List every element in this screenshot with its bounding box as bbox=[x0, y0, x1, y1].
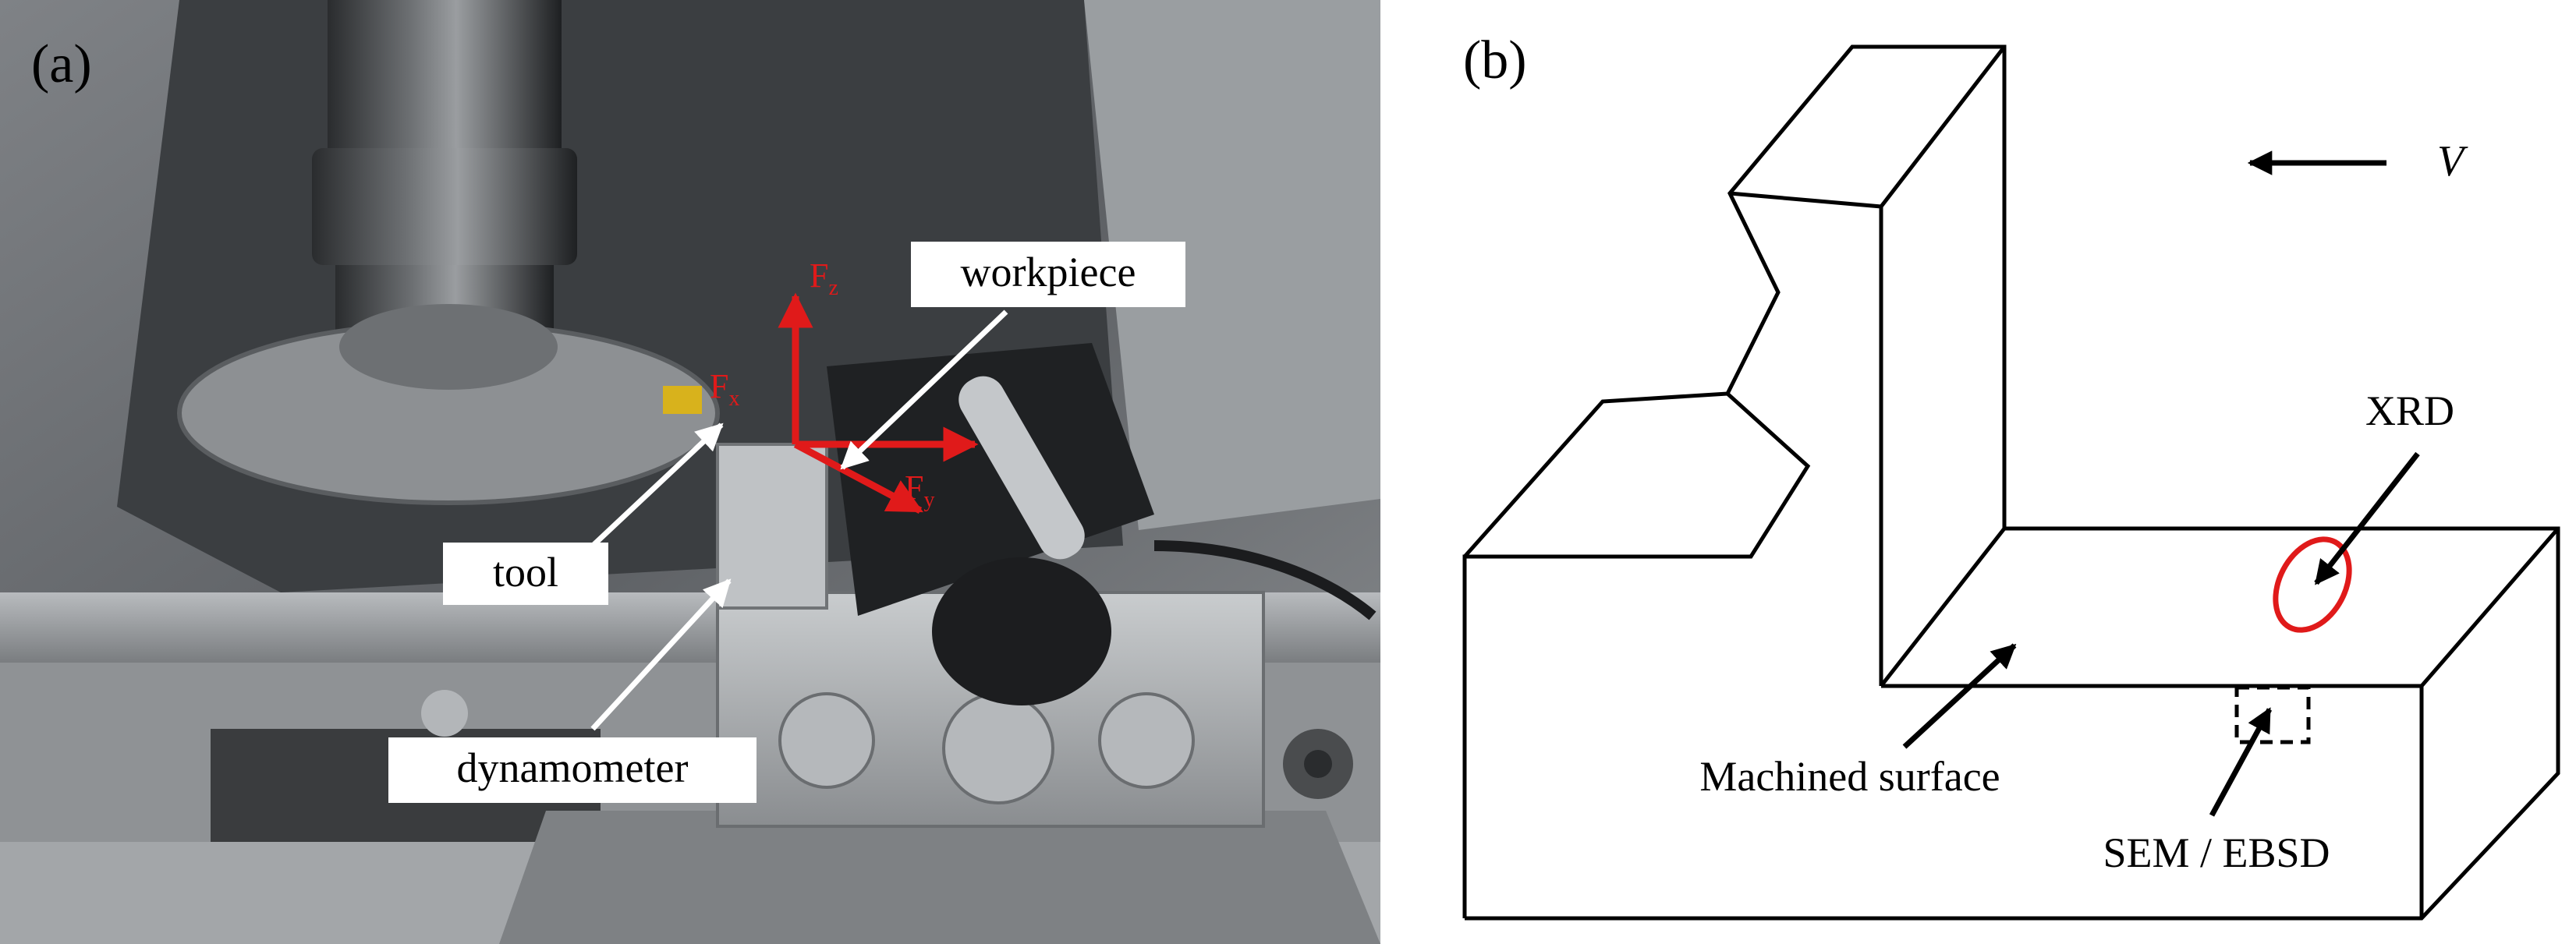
tool-label-box bbox=[443, 543, 608, 605]
upright-top-edge bbox=[1880, 45, 2006, 208]
sem-ebsd-label: SEM / EBSD bbox=[2103, 829, 2330, 876]
fy-label: Fy bbox=[905, 468, 934, 512]
vise-screw bbox=[958, 376, 1085, 560]
step-top-edge bbox=[1463, 391, 1728, 558]
panel-b-diagram: (b) V XRD Machined surface S bbox=[1380, 0, 2576, 944]
dyno-disc-1 bbox=[778, 692, 875, 789]
tool-label: tool bbox=[493, 549, 558, 596]
fz-label: Fz bbox=[810, 256, 838, 300]
panel-b-background bbox=[1380, 0, 2576, 944]
sem-ebsd-arrow bbox=[2209, 707, 2273, 817]
xrd-label: XRD bbox=[2365, 387, 2454, 434]
fz-label-base: F bbox=[810, 256, 828, 295]
fy-label-base: F bbox=[905, 468, 923, 507]
dynamometer-label: dynamometer bbox=[457, 744, 689, 791]
xrd-ellipse bbox=[2273, 536, 2352, 633]
dynamometer-arrow bbox=[590, 578, 732, 731]
machine-right-wall bbox=[1084, 0, 1380, 530]
machined-surface-arrow bbox=[1902, 643, 2017, 749]
xrd-arrow bbox=[2314, 451, 2420, 585]
small-nut bbox=[421, 690, 468, 737]
spindle-collar bbox=[312, 148, 577, 265]
fx-label-sub: x bbox=[728, 387, 739, 411]
sem-ebsd-sample-box bbox=[2234, 685, 2311, 744]
tool-arrow bbox=[590, 423, 724, 548]
fy-label-sub: y bbox=[923, 488, 934, 512]
workpiece-outline bbox=[1462, 44, 2560, 921]
cutter-insert bbox=[663, 386, 702, 414]
spindle-upper bbox=[328, 0, 562, 148]
workpiece-label: workpiece bbox=[961, 249, 1136, 295]
fx-arrow bbox=[793, 441, 923, 514]
cutter-hub bbox=[339, 304, 558, 390]
fz-label-sub: z bbox=[828, 276, 838, 300]
floor-back-edge bbox=[1880, 527, 2006, 688]
vise-handle bbox=[932, 557, 1111, 705]
cable bbox=[1153, 540, 1377, 620]
panel-a-photo: Fz Fx Fy workpiece tool dynamometer (a) bbox=[0, 0, 1380, 944]
hex-nut-hole bbox=[1304, 750, 1332, 778]
front-block bbox=[499, 811, 1380, 944]
vise-body bbox=[827, 343, 1154, 616]
dynamometer-label-box bbox=[388, 737, 757, 803]
fx-label-base: F bbox=[710, 367, 728, 405]
machined-surface-label: Machined surface bbox=[1699, 753, 2000, 800]
panel-a-label: (a) bbox=[31, 34, 92, 94]
panel-b-label: (b) bbox=[1463, 30, 1527, 90]
dyno-disc-3 bbox=[1098, 692, 1195, 789]
block-outline bbox=[1462, 44, 2560, 921]
workpiece-label-box bbox=[911, 242, 1185, 307]
sensor-column bbox=[716, 443, 828, 610]
workpiece-arrow bbox=[840, 309, 1008, 470]
velocity-label: V bbox=[2437, 137, 2468, 186]
fx-label: Fx bbox=[710, 367, 739, 411]
dyno-disc-2 bbox=[942, 692, 1054, 804]
